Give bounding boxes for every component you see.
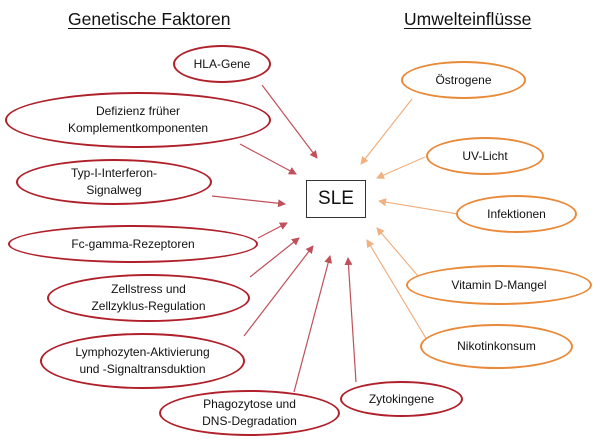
arrow-cytokines [344, 257, 357, 383]
arrow-uv [376, 156, 426, 179]
node-nicotine: Nikotinkonsum [420, 324, 573, 369]
arrow-interferon [211, 195, 286, 208]
node-cell-stress: Zellstress und Zellzyklus-Regulation [47, 274, 250, 322]
node-hla-genes: HLA-Gene [173, 45, 271, 83]
node-estrogens: Östrogene [401, 61, 526, 99]
arrow-infections [378, 198, 459, 215]
node-type-i-interferon: Typ-I-Interferon- Signalweg [16, 159, 212, 205]
arrow-nicotine [366, 239, 428, 341]
arrow-estrogen [360, 98, 413, 165]
node-cytokine-genes: Zytokingene [340, 381, 463, 417]
arrow-cellstress [249, 237, 300, 278]
arrow-lymphocyte [243, 245, 314, 337]
node-complement-deficiency: Defizienz früher Komplementkomponenten [5, 92, 271, 148]
arrow-complement [239, 143, 297, 175]
node-vitamin-d-deficiency: Vitamin D-Mangel [406, 265, 592, 305]
node-uv-light: UV-Licht [426, 137, 544, 175]
node-lymphocyte-activation: Lymphozyten-Aktivierung und -Signaltrans… [40, 333, 245, 389]
environmental-factors-heading: Umwelteinflüsse [404, 9, 532, 29]
arrow-vitd [376, 227, 419, 277]
arrow-phagocytosis [293, 255, 333, 393]
sle-center-box: SLE [306, 180, 366, 218]
genetic-factors-heading: Genetische Faktoren [68, 9, 231, 29]
node-phagocytosis: Phagozytose und DNS-Degradation [159, 390, 340, 436]
arrow-hla [261, 84, 318, 159]
arrow-fcgamma [257, 222, 288, 239]
node-infections: Infektionen [456, 195, 577, 233]
node-fc-gamma-receptors: Fc-gamma-Rezeptoren [8, 225, 258, 263]
